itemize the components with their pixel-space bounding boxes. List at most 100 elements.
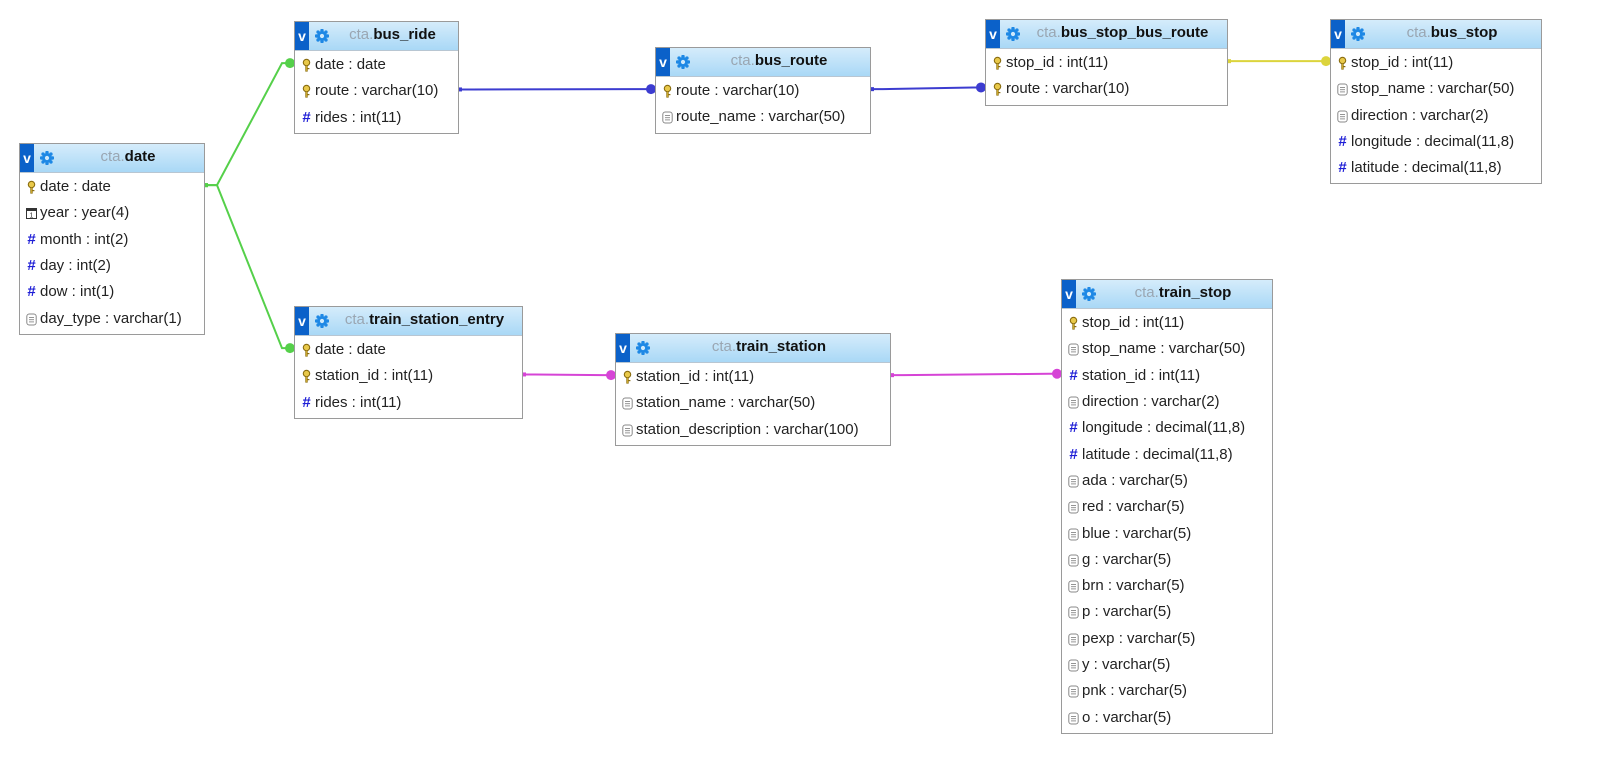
- column-row[interactable]: red : varchar(5): [1062, 494, 1272, 520]
- gear-icon[interactable]: [314, 313, 330, 329]
- gear-icon[interactable]: [1081, 286, 1097, 302]
- column-row[interactable]: y : varchar(5): [1062, 652, 1272, 678]
- key-icon: [661, 84, 674, 98]
- column-row[interactable]: pexp : varchar(5): [1062, 626, 1272, 652]
- toggle-columns-button[interactable]: v: [295, 307, 309, 335]
- column-row[interactable]: route : varchar(10): [986, 76, 1227, 102]
- column-row[interactable]: #month : int(2): [20, 227, 204, 253]
- numeric-icon: #: [1338, 133, 1347, 151]
- column-row[interactable]: p : varchar(5): [1062, 599, 1272, 625]
- column-row[interactable]: direction : varchar(2): [1331, 103, 1541, 129]
- text-icon: [1067, 579, 1080, 593]
- column-row[interactable]: ada : varchar(5): [1062, 468, 1272, 494]
- column-label: route_name : varchar(50): [676, 108, 846, 126]
- column-row[interactable]: station_description : varchar(100): [616, 417, 890, 443]
- table-name: bus_stop: [1430, 24, 1498, 41]
- column-row[interactable]: pnk : varchar(5): [1062, 678, 1272, 704]
- column-label: route : varchar(10): [315, 82, 439, 100]
- column-list: stop_id : int(11)stop_name : varchar(50)…: [1062, 309, 1272, 733]
- column-row[interactable]: route_name : varchar(50): [656, 104, 870, 130]
- text-icon: [1067, 711, 1080, 725]
- column-label: blue : varchar(5): [1082, 524, 1192, 542]
- relation-end-marker: [1321, 56, 1331, 67]
- column-row[interactable]: blue : varchar(5): [1062, 520, 1272, 546]
- table-bus-stop[interactable]: v cta.bus_stop stop_id : int(11)stop_name …: [1330, 19, 1542, 185]
- column-row[interactable]: station_name : varchar(50): [616, 390, 890, 416]
- column-row[interactable]: #rides : int(11): [295, 390, 522, 416]
- toggle-columns-button[interactable]: v: [986, 20, 1000, 48]
- column-label: date : date: [315, 56, 386, 74]
- column-label: y : varchar(5): [1082, 656, 1171, 673]
- column-row[interactable]: stop_name : varchar(50): [1062, 336, 1272, 362]
- relation-start-marker: [891, 373, 894, 378]
- relation-start-marker: [871, 87, 874, 92]
- toggle-columns-button[interactable]: v: [616, 334, 630, 362]
- column-label: g : varchar(5): [1082, 550, 1172, 568]
- column-row[interactable]: #day : int(2): [20, 253, 204, 279]
- column-row[interactable]: day_type : varchar(1): [20, 305, 204, 331]
- calendar-icon: 1: [25, 206, 38, 220]
- column-row[interactable]: #longitude : decimal(11,8): [1331, 129, 1541, 155]
- text-icon: [25, 312, 38, 326]
- gear-icon[interactable]: [1350, 26, 1366, 42]
- column-row[interactable]: route : varchar(10): [295, 78, 458, 104]
- column-row[interactable]: direction : varchar(2): [1062, 389, 1272, 415]
- column-row[interactable]: date : date: [295, 52, 458, 78]
- column-row[interactable]: route : varchar(10): [656, 78, 870, 104]
- column-label: latitude : decimal(11,8): [1082, 445, 1233, 463]
- column-row[interactable]: date : date: [20, 174, 204, 200]
- column-row[interactable]: o : varchar(5): [1062, 704, 1272, 730]
- column-row[interactable]: station_id : int(11): [295, 363, 522, 389]
- gear-icon[interactable]: [1005, 26, 1021, 42]
- schema-prefix: cta.: [349, 26, 374, 43]
- column-row[interactable]: #longitude : decimal(11,8): [1062, 415, 1272, 441]
- column-row[interactable]: brn : varchar(5): [1062, 573, 1272, 599]
- toggle-columns-button[interactable]: v: [20, 144, 34, 172]
- text-icon: [621, 396, 634, 410]
- toggle-columns-button[interactable]: v: [1331, 20, 1345, 48]
- key-icon: [300, 369, 313, 384]
- column-row[interactable]: #latitude : decimal(11,8): [1062, 441, 1272, 467]
- toggle-columns-button[interactable]: v: [656, 48, 670, 76]
- text-icon: [1067, 684, 1080, 698]
- table-header[interactable]: v cta.bus_stop: [1331, 20, 1541, 49]
- column-row[interactable]: #station_id : int(11): [1062, 363, 1272, 389]
- svg-text:1: 1: [30, 213, 34, 220]
- column-label: station_id : int(11): [636, 368, 755, 386]
- gear-icon[interactable]: [635, 340, 651, 356]
- column-row[interactable]: stop_id : int(11): [1062, 310, 1272, 336]
- column-row[interactable]: station_id : int(11): [616, 364, 890, 390]
- column-label: red : varchar(5): [1082, 498, 1185, 516]
- toggle-columns-button[interactable]: v: [295, 22, 309, 50]
- column-label: stop_id : int(11): [1006, 54, 1109, 72]
- gear-icon[interactable]: [39, 150, 55, 166]
- column-row[interactable]: date : date: [295, 337, 522, 363]
- column-row[interactable]: #rides : int(11): [295, 105, 458, 131]
- column-row[interactable]: #dow : int(1): [20, 279, 204, 305]
- column-row[interactable]: stop_id : int(11): [1331, 50, 1541, 76]
- gear-icon[interactable]: [675, 54, 691, 70]
- column-row[interactable]: #latitude : decimal(11,8): [1331, 155, 1541, 181]
- column-row[interactable]: stop_name : varchar(50): [1331, 76, 1541, 102]
- gear-icon[interactable]: [314, 28, 330, 44]
- schema-prefix: cta.: [1406, 24, 1431, 41]
- column-row[interactable]: g : varchar(5): [1062, 547, 1272, 573]
- toggle-columns-button[interactable]: v: [1062, 280, 1076, 308]
- column-row[interactable]: stop_id : int(11): [986, 50, 1227, 76]
- numeric-icon: #: [1069, 366, 1078, 384]
